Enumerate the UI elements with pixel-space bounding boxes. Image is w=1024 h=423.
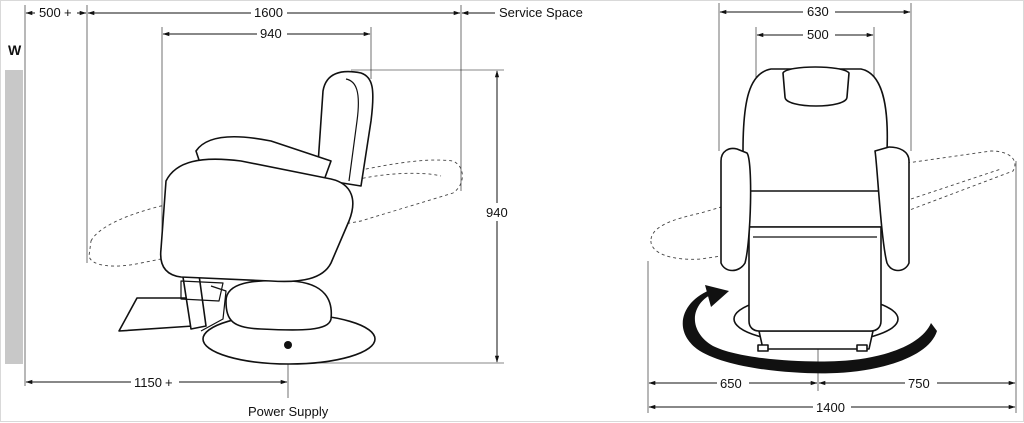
dim-left-swing: 650 bbox=[720, 376, 742, 391]
power-supply-label: Power Supply bbox=[248, 404, 329, 419]
front-armrest-left bbox=[720, 147, 752, 272]
front-headrest bbox=[782, 66, 850, 107]
front-seat bbox=[742, 190, 888, 228]
front-backrest bbox=[742, 68, 889, 212]
chair-pedestal bbox=[225, 279, 333, 331]
dim-height: 940 bbox=[486, 205, 508, 220]
dim-seat-width: 500 bbox=[807, 27, 829, 42]
chair-body bbox=[159, 158, 354, 283]
service-space-label: Service Space bbox=[499, 5, 583, 20]
dim-total-depth: 1600 bbox=[254, 5, 283, 20]
dim-total-swing: 1400 bbox=[816, 400, 845, 415]
swing-outline-left bbox=[650, 206, 722, 260]
front-armrest-right bbox=[874, 146, 910, 272]
dim-chair-depth: 940 bbox=[260, 26, 282, 41]
foot-right bbox=[856, 344, 868, 352]
plus-sign: + bbox=[165, 375, 173, 390]
rotation-arrow-head bbox=[705, 285, 729, 307]
dim-wall-clearance: 500 bbox=[39, 5, 61, 20]
dim-outer-width: 630 bbox=[807, 4, 829, 19]
power-supply-point bbox=[284, 341, 292, 349]
backrest-seam bbox=[345, 78, 359, 182]
swing-outline-right bbox=[906, 150, 1016, 212]
pedestal-bracket bbox=[200, 285, 227, 332]
wall: W bbox=[5, 42, 23, 364]
swing-detail-right bbox=[910, 168, 1002, 200]
footrest-plate bbox=[118, 297, 194, 332]
dim-supply-offset: 1150 bbox=[134, 375, 162, 390]
foot-left bbox=[757, 344, 769, 352]
wall-label: W bbox=[8, 42, 22, 58]
body-support bbox=[180, 280, 224, 302]
dim-right-swing: 750 bbox=[908, 376, 930, 391]
plus-sign: + bbox=[64, 5, 72, 20]
front-lower-panel bbox=[748, 226, 882, 332]
front-view: 630 500 650 750 1400 bbox=[647, 3, 1017, 415]
side-view: 500 + 1600 Service Space 940 940 1150 + … bbox=[24, 4, 583, 419]
front-foot bbox=[758, 330, 874, 350]
wall-block bbox=[5, 70, 23, 364]
